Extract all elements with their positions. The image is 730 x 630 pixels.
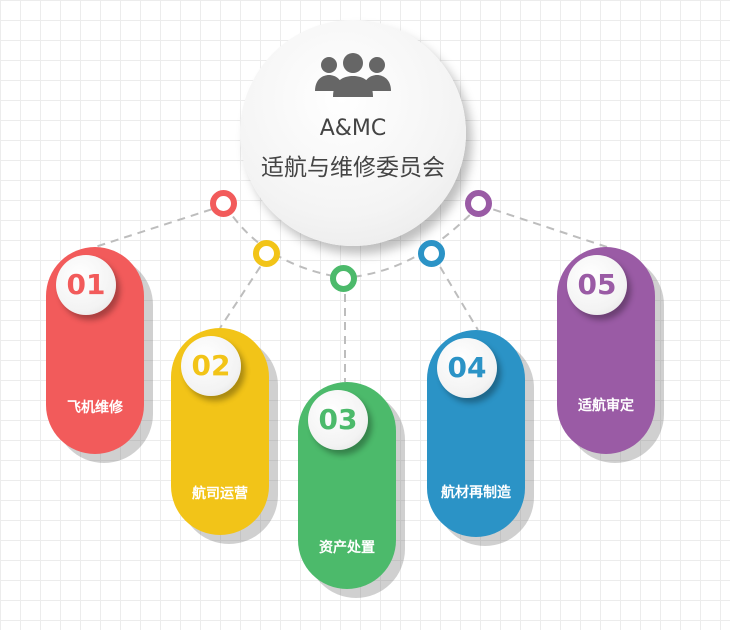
hub-subtitle: 适航与维修委员会 (261, 155, 445, 181)
group-users-icon (315, 53, 391, 97)
ring-node-04 (418, 240, 445, 267)
item-card-03[interactable]: 03 资产处置 (298, 382, 396, 589)
item-label-03: 资产处置 (319, 540, 375, 556)
item-card-02[interactable]: 02 航司运营 (171, 328, 269, 535)
item-label-02: 航司运营 (192, 486, 248, 502)
hub-title: A&MC (319, 116, 387, 141)
connector-04 (432, 254, 479, 331)
connector-01 (94, 204, 226, 248)
connector-02 (219, 254, 269, 329)
committee-hub: A&MC 适航与维修委员会 (240, 20, 466, 246)
ring-node-01 (210, 190, 237, 217)
item-number-04: 04 (437, 338, 497, 398)
item-label-05: 适航审定 (578, 398, 634, 414)
ring-node-05 (465, 190, 492, 217)
item-number-02: 02 (181, 336, 241, 396)
item-card-05[interactable]: 05 适航审定 (557, 247, 655, 454)
item-number-01: 01 (56, 255, 116, 315)
item-number-03: 03 (308, 390, 368, 450)
ring-node-02 (253, 240, 280, 267)
item-label-01: 飞机维修 (67, 400, 123, 416)
item-card-04[interactable]: 04 航材再制造 (427, 330, 525, 537)
connector-05 (479, 204, 608, 248)
item-label-04: 航材再制造 (441, 485, 511, 501)
item-card-01[interactable]: 01 飞机维修 (46, 247, 144, 454)
ring-node-03 (330, 265, 357, 292)
item-number-05: 05 (567, 255, 627, 315)
